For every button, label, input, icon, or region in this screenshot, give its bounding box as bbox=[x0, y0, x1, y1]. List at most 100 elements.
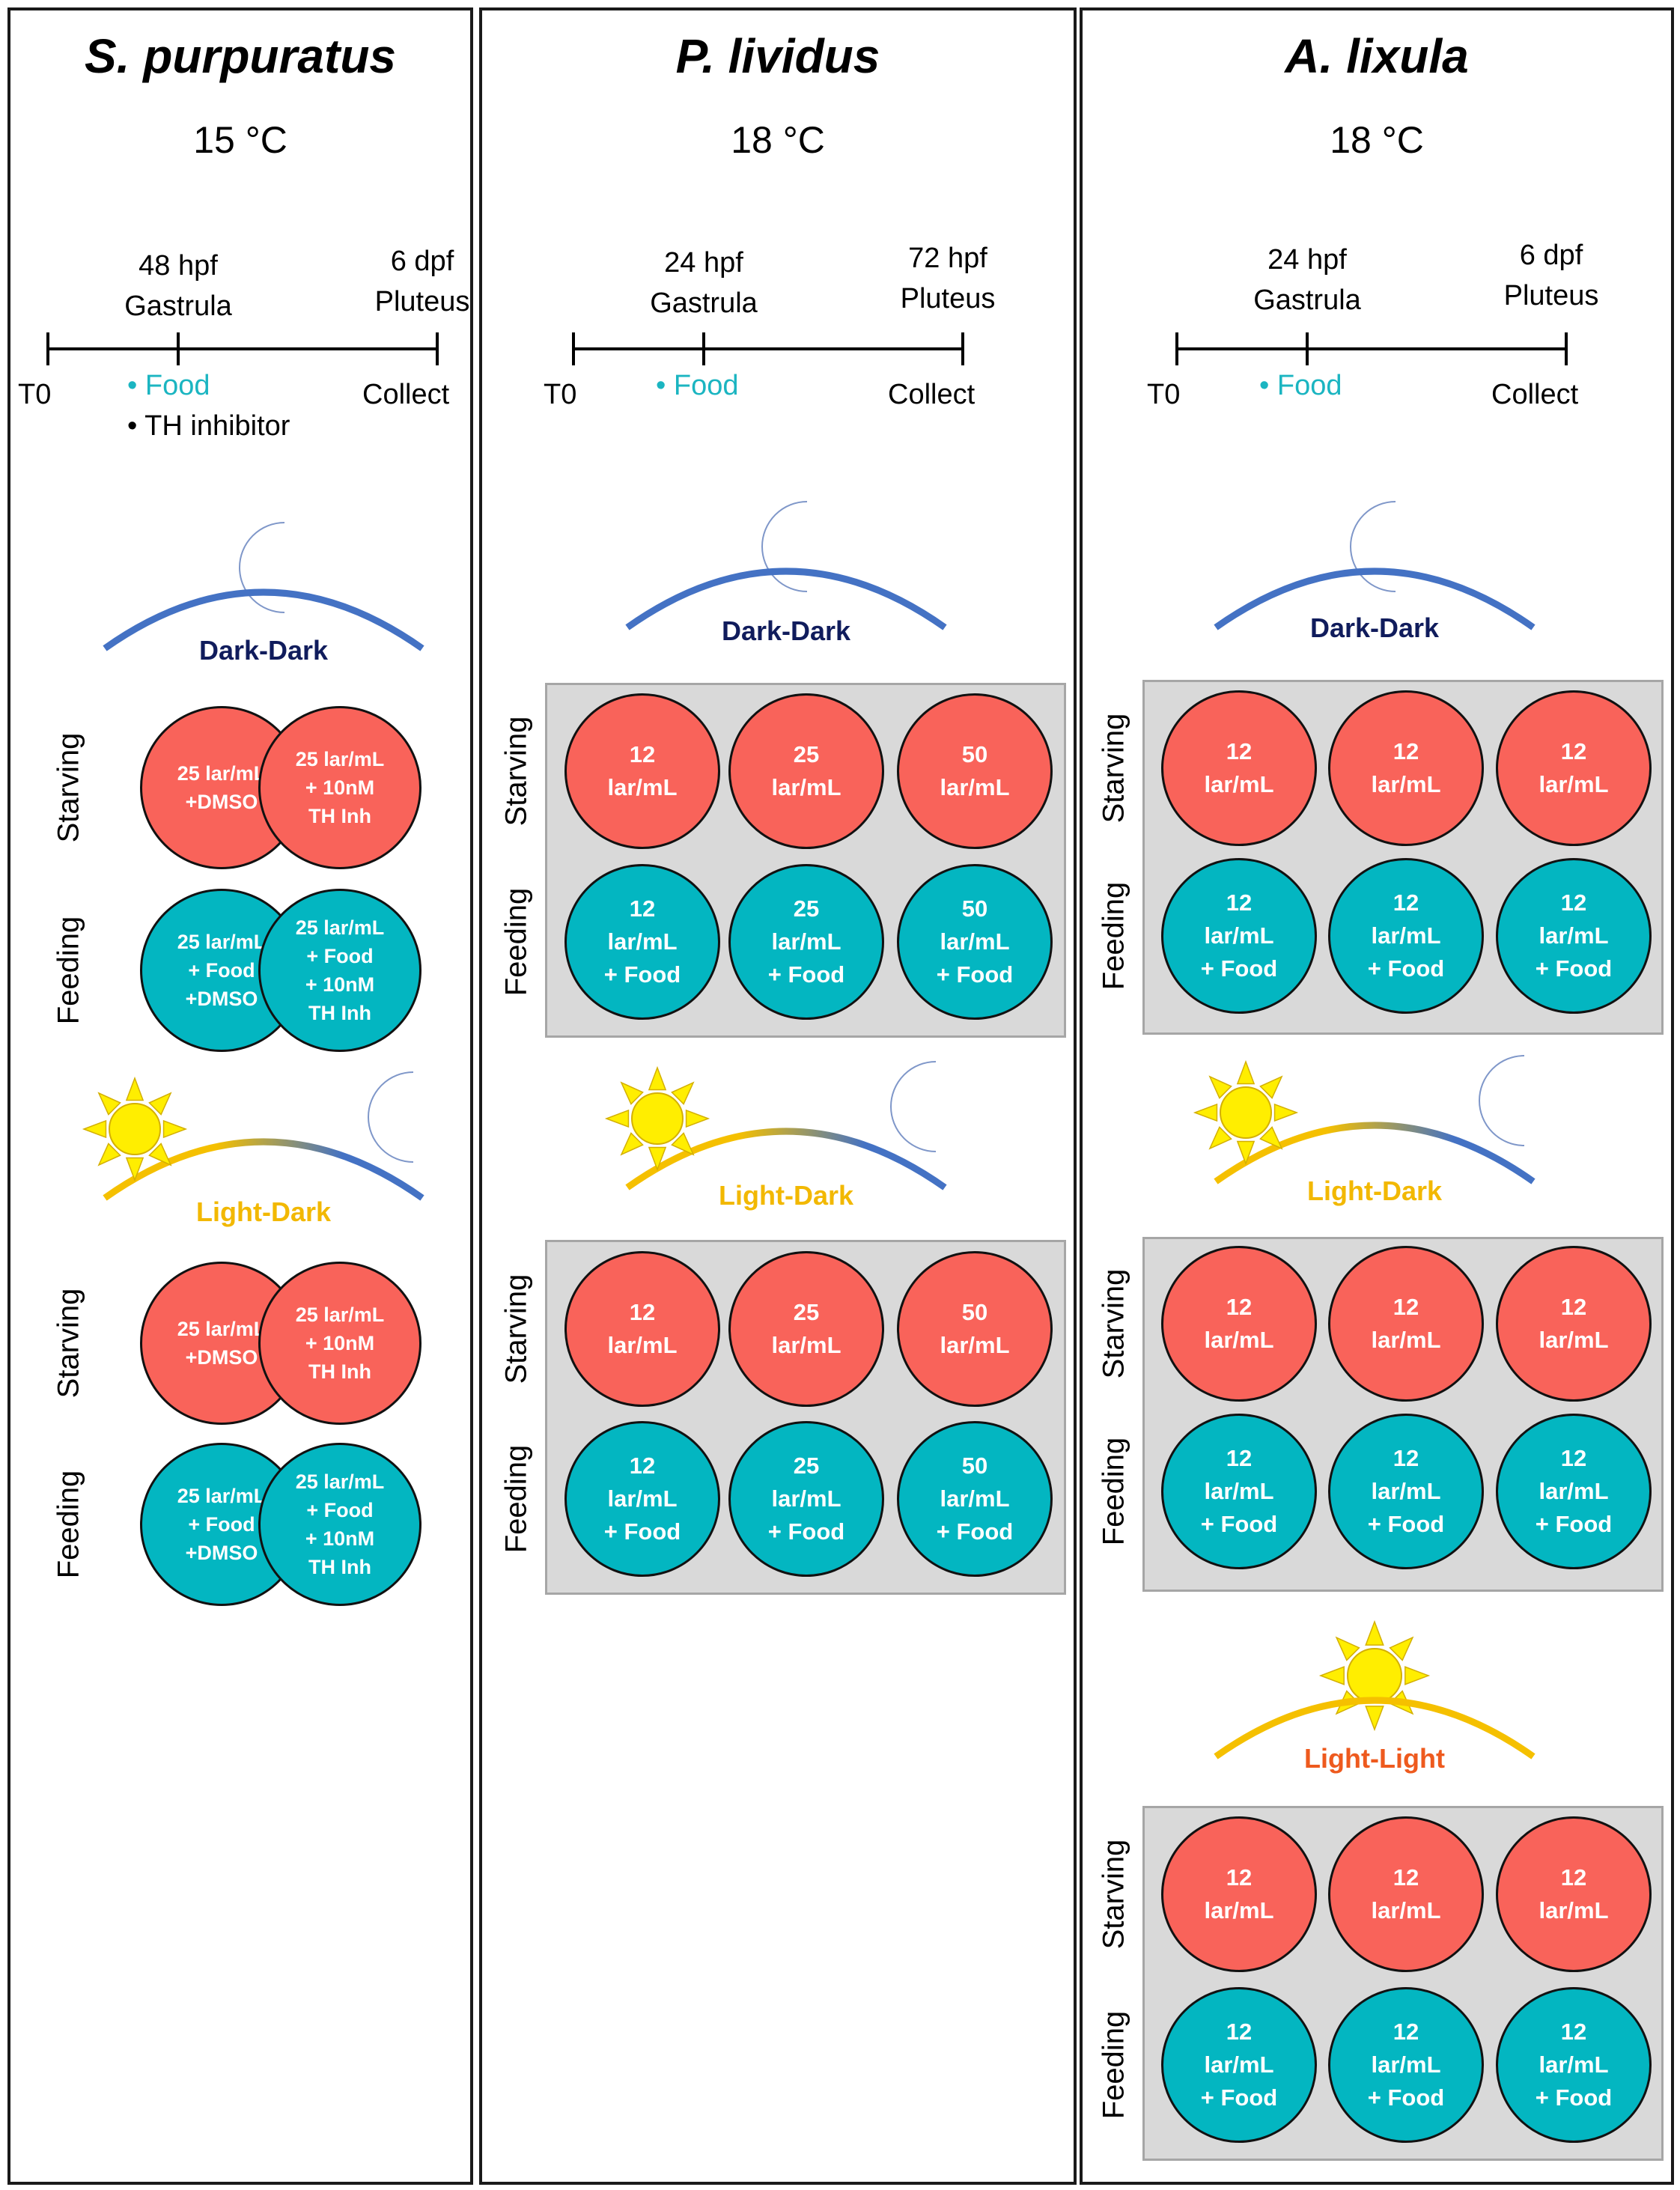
feeding-well: 12 lar/mL + Food bbox=[1161, 858, 1317, 1014]
feeding-well: 12 lar/mL + Food bbox=[1328, 1414, 1484, 1569]
well-text: 50 lar/mL + Food bbox=[936, 1453, 1014, 1545]
well-text: 12 lar/mL + Food bbox=[603, 1453, 681, 1545]
feeding-well: 12 lar/mL + Food bbox=[1328, 858, 1484, 1014]
light-dark-arc bbox=[103, 1138, 424, 1201]
feeding-well: 50 lar/mL + Food bbox=[897, 1421, 1053, 1577]
condition-label: Dark-Dark bbox=[1309, 612, 1440, 643]
condition-label: Light-Dark bbox=[719, 1180, 853, 1211]
well-text: 25 lar/mL + 10nM TH Inh bbox=[295, 1304, 385, 1383]
species-panel-2 bbox=[479, 7, 1077, 2185]
light-light-arc bbox=[1214, 1697, 1536, 1759]
well-text: 12 lar/mL bbox=[1204, 738, 1274, 797]
timeline-end-time: 6 dpf bbox=[1519, 240, 1583, 271]
condition-icon-moon bbox=[103, 522, 424, 651]
feeding-well: 25 lar/mL + Food + 10nM TH Inh bbox=[258, 889, 421, 1052]
moon-icon bbox=[890, 1061, 937, 1152]
timeline-end-stage: Pluteus bbox=[1503, 280, 1599, 311]
timeline-start-label: T0 bbox=[1147, 379, 1181, 410]
moon-icon bbox=[239, 522, 285, 613]
well-text: 12 lar/mL bbox=[1539, 1294, 1609, 1353]
well-text: 12 lar/mL + Food bbox=[603, 895, 681, 988]
sun-icon bbox=[1193, 1059, 1299, 1166]
well-text: 12 lar/mL bbox=[1539, 738, 1609, 797]
condition-label: Dark-Dark bbox=[198, 635, 329, 666]
well-text: 12 lar/mL bbox=[1371, 738, 1441, 797]
well-text: 12 lar/mL + Food bbox=[1535, 889, 1613, 982]
condition-icon-moon bbox=[625, 501, 947, 630]
starving-well: 50 lar/mL bbox=[897, 693, 1053, 849]
condition-label: Dark-Dark bbox=[721, 615, 851, 646]
starving-well: 12 lar/mL bbox=[1496, 1816, 1652, 1972]
food-note: • Food bbox=[656, 370, 739, 401]
well-text: 25 lar/mL bbox=[771, 741, 841, 800]
feeding-well: 25 lar/mL + Food + 10nM TH Inh bbox=[258, 1443, 421, 1606]
timeline-mid-time: 24 hpf bbox=[664, 247, 743, 279]
timeline-start-label: T0 bbox=[544, 379, 577, 410]
timeline-mid-stage: Gastrula bbox=[1253, 285, 1361, 316]
starving-well: 12 lar/mL bbox=[1328, 1246, 1484, 1402]
timeline-mid-stage: Gastrula bbox=[124, 291, 232, 322]
well-text: 25 lar/mL + Food + 10nM TH Inh bbox=[295, 916, 385, 1024]
th-inhibitor-note: • TH inhibitor bbox=[127, 410, 290, 442]
starving-well: 12 lar/mL bbox=[564, 693, 720, 849]
well-text: 12 lar/mL bbox=[1371, 1864, 1441, 1923]
well-text: 12 lar/mL + Food bbox=[1367, 889, 1445, 982]
feeding-well: 12 lar/mL + Food bbox=[1161, 1414, 1317, 1569]
well-text: 12 lar/mL + Food bbox=[1200, 1445, 1278, 1537]
timeline-end-time: 6 dpf bbox=[390, 246, 454, 277]
feeding-well: 12 lar/mL + Food bbox=[1496, 858, 1652, 1014]
well-text: 12 lar/mL bbox=[607, 1299, 678, 1358]
condition-icon-sun-moon bbox=[1193, 1055, 1536, 1184]
well-text: 25 lar/mL +DMSO bbox=[177, 762, 267, 813]
feeding-well: 25 lar/mL + Food +DMSO bbox=[140, 889, 303, 1052]
light-dark-arc bbox=[625, 1128, 947, 1190]
starving-well: 25 lar/mL +DMSO bbox=[140, 1262, 303, 1425]
well-text: 25 lar/mL + Food bbox=[767, 895, 845, 988]
starving-well: 12 lar/mL bbox=[1161, 1816, 1317, 1972]
well-text: 12 lar/mL bbox=[1539, 1864, 1609, 1923]
condition-icon-sun bbox=[1214, 1619, 1536, 1759]
starving-well: 25 lar/mL bbox=[728, 693, 884, 849]
feeding-well: 12 lar/mL + Food bbox=[564, 1421, 720, 1577]
feeding-well: 12 lar/mL + Food bbox=[1161, 1987, 1317, 2143]
feeding-well: 12 lar/mL + Food bbox=[1496, 1414, 1652, 1569]
well-text: 12 lar/mL bbox=[1204, 1864, 1274, 1923]
light-dark-arc bbox=[1214, 1122, 1536, 1184]
condition-icon-sun-moon bbox=[82, 1071, 424, 1201]
dark-dark-arc bbox=[103, 588, 424, 651]
species-title: S. purpuratus bbox=[84, 29, 397, 83]
well-text: 12 lar/mL + Food bbox=[1200, 889, 1278, 982]
temperature-label: 18 °C bbox=[1330, 119, 1424, 161]
well-text: 12 lar/mL + Food bbox=[1535, 1445, 1613, 1537]
moon-icon bbox=[761, 501, 808, 592]
timeline-start-label: T0 bbox=[18, 379, 52, 410]
feeding-well: 25 lar/mL + Food bbox=[728, 864, 884, 1020]
well-text: 50 lar/mL bbox=[940, 741, 1010, 800]
well-text: 12 lar/mL bbox=[1204, 1294, 1274, 1353]
well-text: 12 lar/mL + Food bbox=[1535, 2019, 1613, 2111]
condition-label: Light-Dark bbox=[196, 1196, 331, 1227]
well-text: 25 lar/mL bbox=[771, 1299, 841, 1358]
well-text: 12 lar/mL + Food bbox=[1367, 1445, 1445, 1537]
well-text: 50 lar/mL + Food bbox=[936, 895, 1014, 988]
feeding-well: 25 lar/mL + Food bbox=[728, 1421, 884, 1577]
starving-well: 25 lar/mL + 10nM TH Inh bbox=[258, 706, 421, 869]
dark-dark-arc bbox=[1214, 568, 1536, 630]
starving-well: 12 lar/mL bbox=[1496, 1246, 1652, 1402]
feeding-well: 12 lar/mL + Food bbox=[564, 864, 720, 1020]
feeding-well: 50 lar/mL + Food bbox=[897, 864, 1053, 1020]
sun-icon bbox=[82, 1076, 188, 1182]
starving-well: 12 lar/mL bbox=[1496, 690, 1652, 846]
condition-label: Light-Dark bbox=[1307, 1175, 1442, 1206]
timeline-mid-time: 24 hpf bbox=[1267, 244, 1347, 276]
starving-well: 12 lar/mL bbox=[1328, 690, 1484, 846]
temperature-label: 18 °C bbox=[731, 119, 825, 161]
sun-icon bbox=[604, 1065, 710, 1172]
well-text: 12 lar/mL + Food bbox=[1200, 2019, 1278, 2111]
condition-label: Light-Light bbox=[1304, 1743, 1445, 1774]
